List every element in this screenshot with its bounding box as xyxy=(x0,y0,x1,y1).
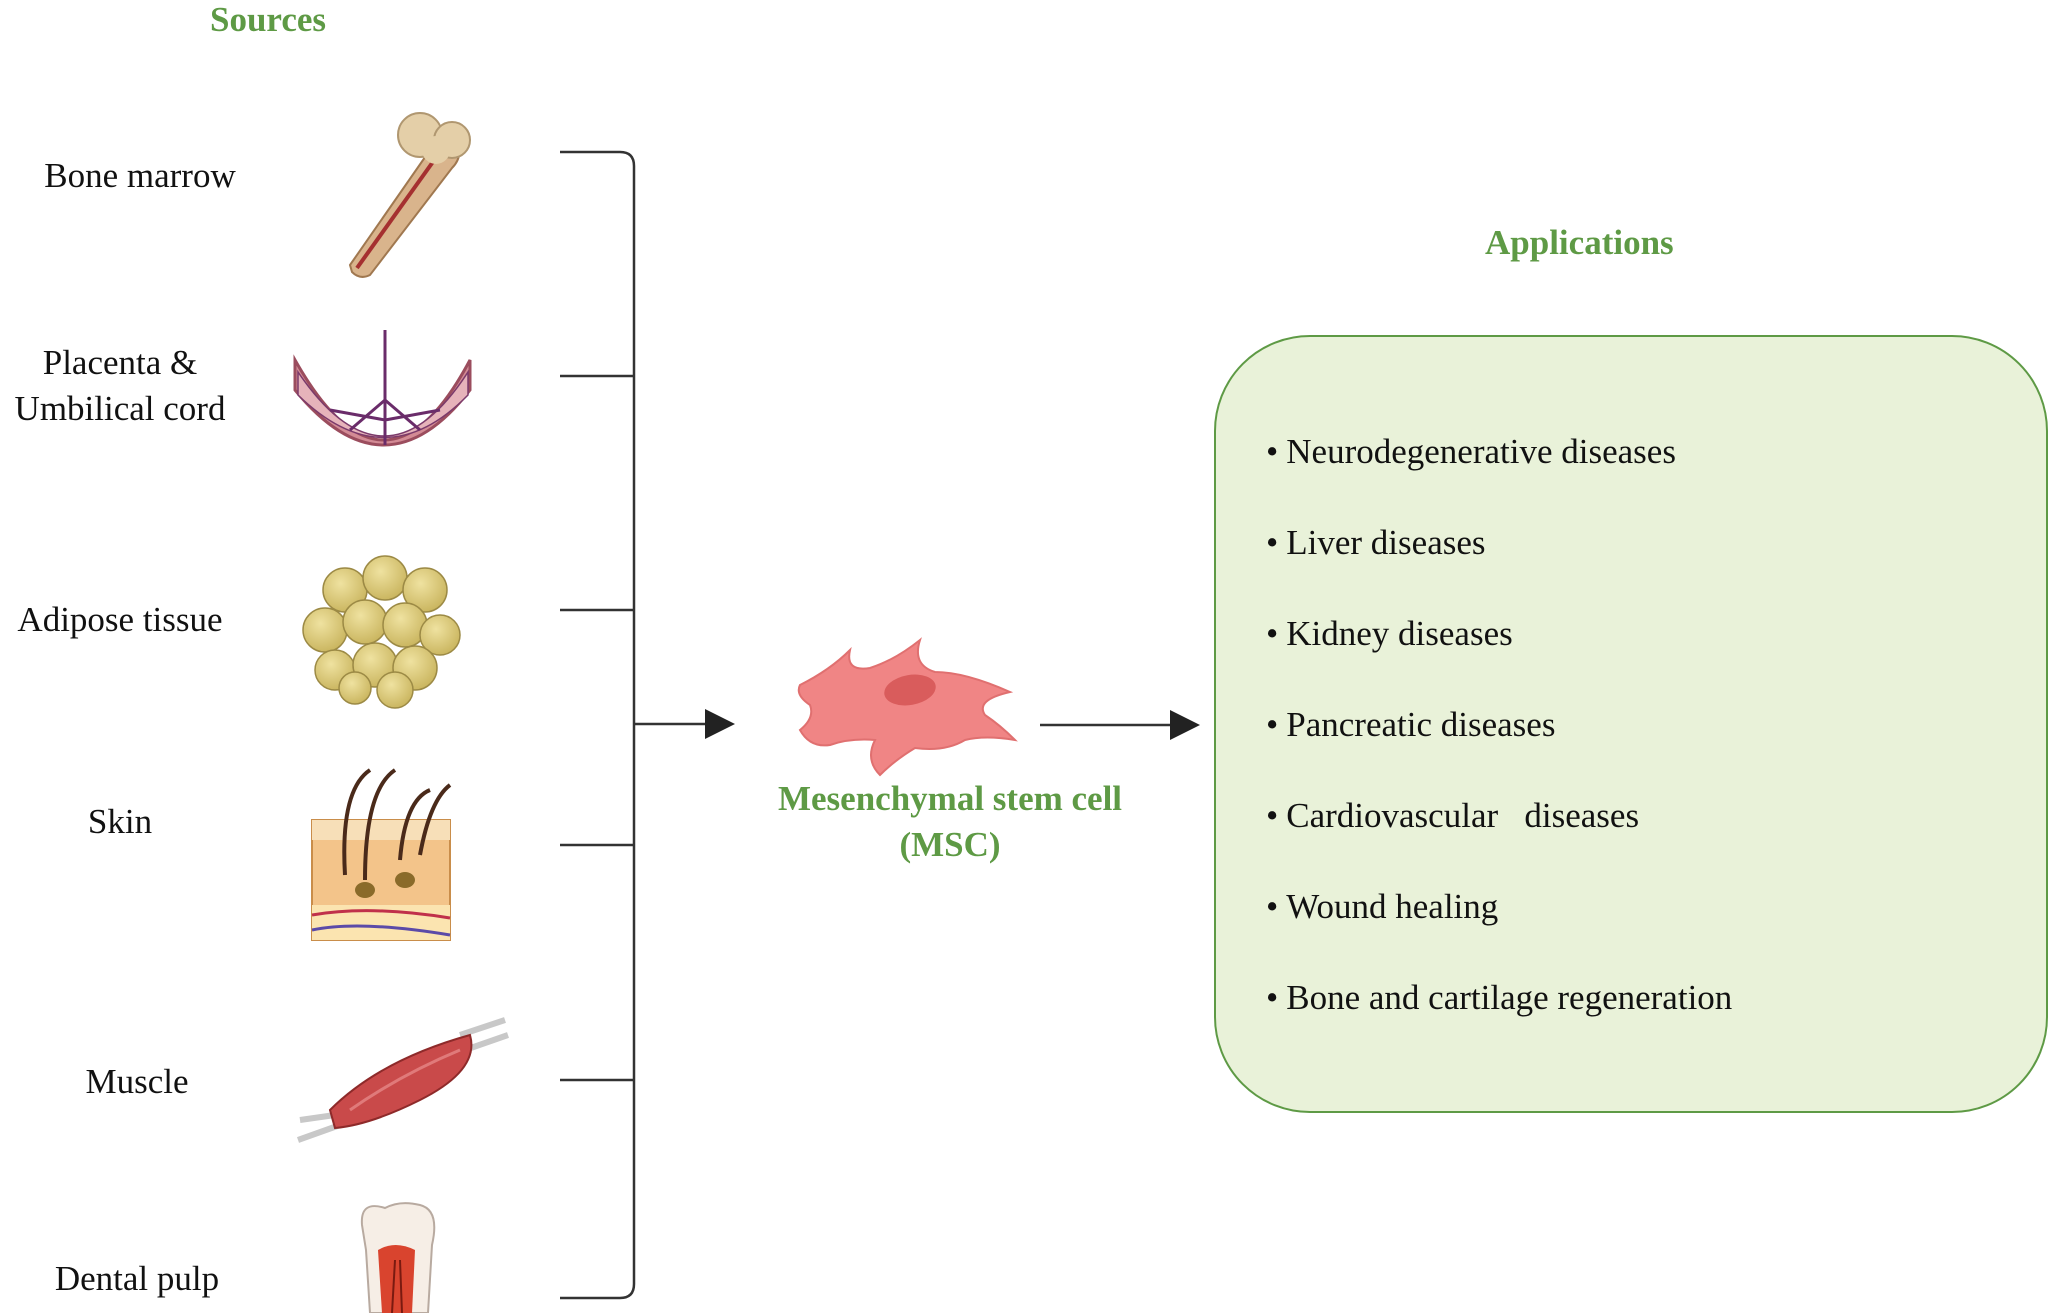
application-item-text: Pancreatic diseases xyxy=(1286,705,1556,744)
application-item-text: Kidney diseases xyxy=(1286,614,1513,653)
application-item: •Cardiovascular diseases xyxy=(1266,796,1640,835)
applications-heading: Applications xyxy=(1485,223,1674,262)
application-item: •Kidney diseases xyxy=(1266,614,1513,653)
application-item-text: Cardiovascular diseases xyxy=(1286,796,1640,835)
source-label-bone-marrow: Bone marrow xyxy=(44,156,236,195)
application-item-text: Bone and cartilage regeneration xyxy=(1286,978,1733,1017)
msc-label-line1: Mesenchymal stem cell xyxy=(777,779,1123,818)
application-item-text: Neurodegenerative diseases xyxy=(1286,432,1676,471)
skin-icon xyxy=(311,768,452,941)
applications-list: •Neurodegenerative diseases •Liver disea… xyxy=(1266,432,1732,1069)
application-item: •Pancreatic diseases xyxy=(1266,705,1556,744)
source-label-placenta-text: Placenta & Umbilical cord xyxy=(14,343,226,428)
placenta-icon xyxy=(293,330,472,447)
source-label-muscle: Muscle xyxy=(85,1062,189,1101)
sources-heading: Sources xyxy=(210,0,327,39)
application-item: •Liver diseases xyxy=(1266,523,1486,562)
msc-label: Mesenchymal stem cell (MSC) xyxy=(700,776,1200,867)
source-label-adipose: Adipose tissue xyxy=(17,600,223,639)
application-item: •Neurodegenerative diseases xyxy=(1266,432,1676,471)
source-bracket xyxy=(560,150,636,1300)
application-item-text: Liver diseases xyxy=(1286,523,1486,562)
bone-icon xyxy=(348,112,471,278)
stem-cell-icon xyxy=(797,637,1018,777)
applications-box: •Neurodegenerative diseases •Liver disea… xyxy=(1214,335,2048,1113)
application-item: •Bone and cartilage regeneration xyxy=(1266,978,1733,1017)
application-item-text: Wound healing xyxy=(1286,887,1499,926)
source-label-dental-pulp: Dental pulp xyxy=(54,1259,220,1298)
source-label-placenta: Placenta & Umbilical cord xyxy=(0,340,240,431)
source-label-skin: Skin xyxy=(87,802,153,841)
adipose-icon xyxy=(302,555,461,709)
msc-label-line2: (MSC) xyxy=(899,824,1001,864)
muscle-icon xyxy=(296,1017,509,1143)
tooth-icon xyxy=(360,1202,436,1313)
application-item: •Wound healing xyxy=(1266,887,1499,926)
